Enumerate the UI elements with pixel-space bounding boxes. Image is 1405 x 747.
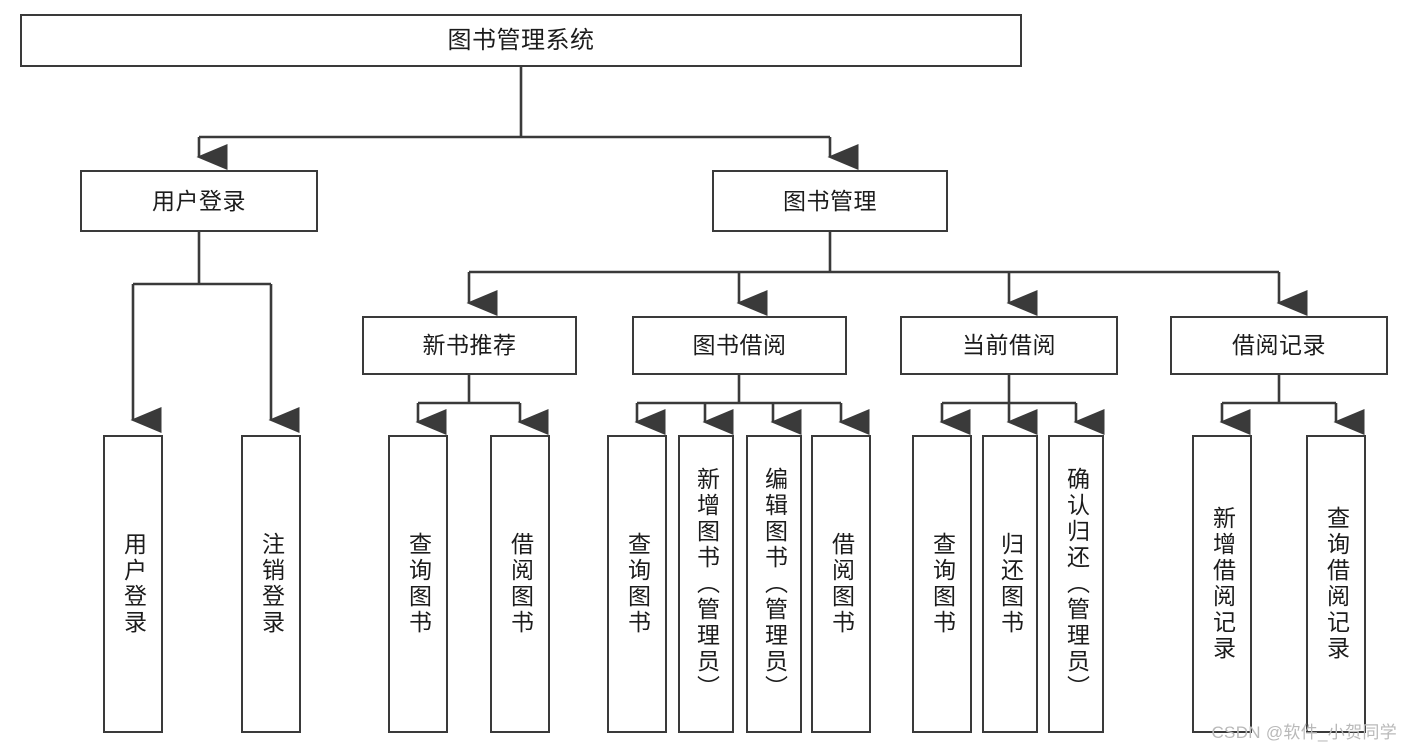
node-leaf-add-book-admin[interactable]: 新增图书（管理员）: [678, 435, 734, 733]
node-label: 当前借阅: [962, 332, 1056, 359]
node-borrow-record[interactable]: 借阅记录: [1170, 316, 1388, 375]
node-leaf-return-book[interactable]: 归还图书: [982, 435, 1038, 733]
node-book-borrow[interactable]: 图书借阅: [632, 316, 847, 375]
node-book-management[interactable]: 图书管理: [712, 170, 948, 232]
node-label: 编辑图书（管理员）: [761, 467, 788, 701]
node-leaf-query-book-recommend[interactable]: 查询图书: [388, 435, 448, 733]
node-leaf-query-borrow-record[interactable]: 查询借阅记录: [1306, 435, 1366, 733]
node-leaf-user-login[interactable]: 用户登录: [103, 435, 163, 733]
node-label: 新书推荐: [422, 332, 517, 359]
node-label: 查询图书: [405, 532, 432, 636]
node-current-borrow[interactable]: 当前借阅: [900, 316, 1118, 375]
node-label: 用户登录: [152, 187, 246, 214]
node-leaf-query-book-current[interactable]: 查询图书: [912, 435, 972, 733]
node-label: 查询图书: [929, 532, 956, 636]
node-label: 注销登录: [258, 532, 285, 636]
node-leaf-add-borrow-record[interactable]: 新增借阅记录: [1192, 435, 1252, 733]
node-label: 用户登录: [120, 532, 147, 636]
node-leaf-query-book-borrow[interactable]: 查询图书: [607, 435, 667, 733]
node-user-login[interactable]: 用户登录: [80, 170, 318, 232]
node-label: 借阅图书: [828, 532, 855, 636]
node-label: 归还图书: [997, 532, 1024, 636]
node-label: 查询图书: [624, 532, 651, 636]
node-leaf-borrow-book[interactable]: 借阅图书: [811, 435, 871, 733]
node-label: 图书管理: [783, 187, 877, 214]
csdn-watermark: CSDN @软件_小贺同学: [1211, 723, 1397, 742]
node-leaf-borrow-book-recommend[interactable]: 借阅图书: [490, 435, 550, 733]
node-leaf-edit-book-admin[interactable]: 编辑图书（管理员）: [746, 435, 802, 733]
node-label: 图书借阅: [692, 332, 787, 359]
node-root-book-management-system[interactable]: 图书管理系统: [20, 14, 1022, 67]
node-label: 借阅记录: [1232, 332, 1326, 359]
node-new-book-recommend[interactable]: 新书推荐: [362, 316, 577, 375]
node-leaf-confirm-return-admin[interactable]: 确认归还（管理员）: [1048, 435, 1104, 733]
node-label: 查询借阅记录: [1323, 506, 1350, 662]
node-label: 新增借阅记录: [1209, 506, 1236, 662]
node-label: 图书管理系统: [447, 26, 595, 54]
node-label: 确认归还（管理员）: [1063, 467, 1090, 701]
node-leaf-logout[interactable]: 注销登录: [241, 435, 301, 733]
node-label: 新增图书（管理员）: [693, 467, 720, 701]
node-label: 借阅图书: [507, 532, 534, 636]
